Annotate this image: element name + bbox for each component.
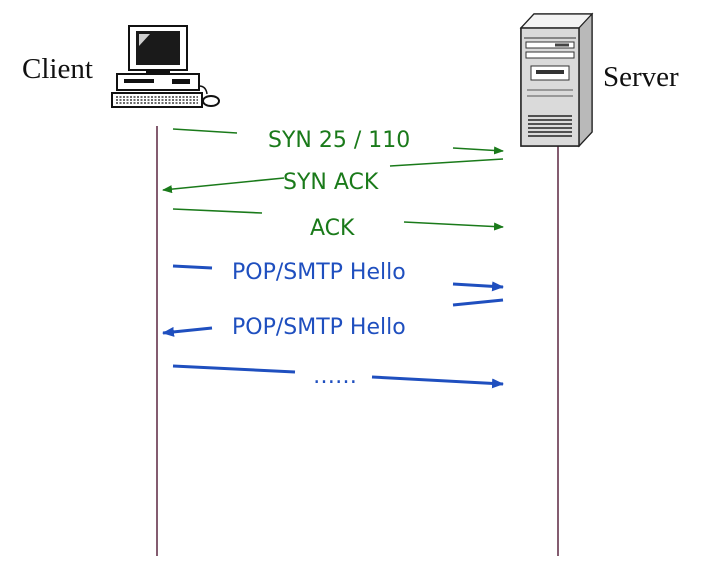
message-hello-request: POP/SMTP Hello [172, 260, 504, 292]
server-label: Server [603, 61, 679, 93]
server-tower-icon [519, 12, 594, 148]
ack-label: ACK [310, 216, 355, 241]
syn-ack-label: SYN ACK [283, 170, 379, 195]
hello-response-arrow-start [452, 298, 504, 307]
hello-request-arrow-end [452, 281, 504, 292]
ack-arrow-end [403, 221, 504, 231]
message-syn: SYN 25 / 110 [172, 128, 504, 155]
message-ack: ACK [172, 208, 504, 241]
continuation-arrow-end [371, 375, 504, 389]
hello-response-arrow-end [162, 326, 213, 337]
message-syn-ack: SYN ACK [162, 158, 504, 195]
continuation-arrow-start [172, 364, 296, 374]
syn-arrow-start [172, 128, 238, 134]
message-continuation: …… [172, 364, 504, 389]
message-hello-response: POP/SMTP Hello [162, 298, 504, 340]
ack-arrow-start [172, 208, 263, 214]
desktop-computer-icon [111, 25, 220, 108]
syn-ack-arrow-end [162, 177, 285, 194]
client-label: Client [22, 53, 93, 85]
hello-response-label: POP/SMTP Hello [232, 315, 406, 340]
hello-request-arrow-start [172, 264, 213, 270]
continuation-label: …… [313, 364, 357, 389]
syn-label: SYN 25 / 110 [268, 128, 410, 153]
syn-arrow-end [452, 146, 504, 155]
syn-ack-arrow-start [389, 158, 504, 167]
hello-request-label: POP/SMTP Hello [232, 260, 406, 285]
